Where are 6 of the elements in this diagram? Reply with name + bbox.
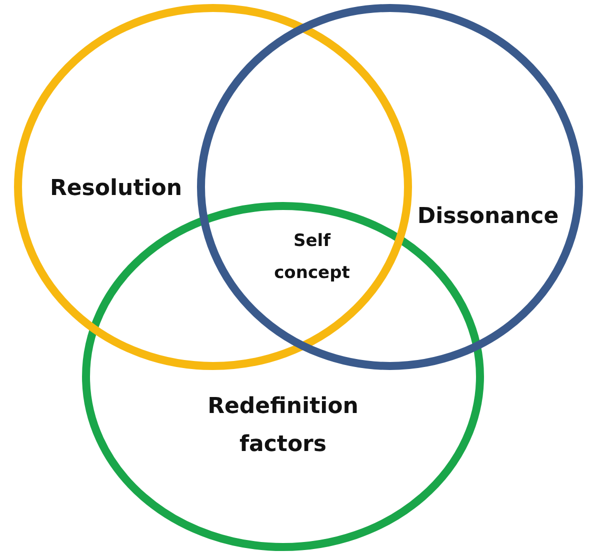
set-label: Resolution (48, 175, 184, 203)
intersection-label: Self concept (273, 230, 351, 285)
set-label: Dissonance (416, 203, 560, 231)
venn-circle (197, 4, 583, 370)
set-label: Redefinition factors (206, 393, 360, 459)
venn-circle (14, 4, 412, 370)
